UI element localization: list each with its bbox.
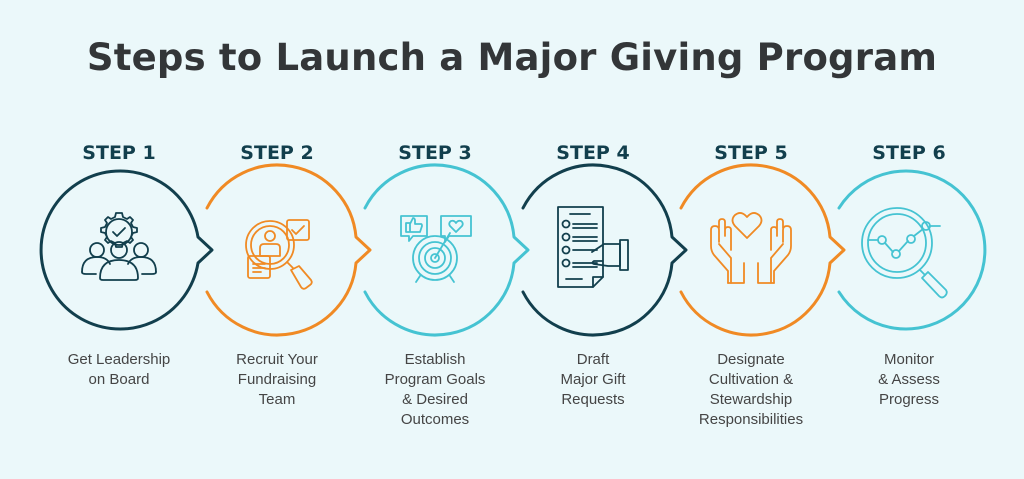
step-6-ring [837,169,987,331]
hands-heart-icon [710,212,792,284]
step-1-description: Get Leadership on Board [67,351,171,388]
team-gear-check-icon [81,212,157,281]
step-3-ring [363,163,530,337]
step-3-description: Establish Program Goals & Desired Outcom… [384,351,486,428]
step-2-description: Recruit Your Fundraising Team [236,351,318,408]
step-2-ring [205,163,372,337]
step-1-ring [39,169,214,331]
step-6-description: Monitor & Assess Progress [878,351,940,408]
magnifier-chart-icon [861,207,948,299]
step-4-description: Draft Major Gift Requests [560,351,626,408]
step-1-label: STEP 1 [82,142,156,164]
step-5-ring [679,163,846,337]
step-4-ring [521,163,688,337]
step-6-label: STEP 6 [872,142,946,164]
step-2-label: STEP 2 [240,142,314,164]
step-5-label: STEP 5 [714,142,788,164]
document-hand-icon [557,206,629,288]
target-goals-icon [400,215,472,283]
page-title: Steps to Launch a Major Giving Program [86,36,938,79]
recruit-magnifier-icon [245,219,313,290]
step-5-description: Designate Cultivation & Stewardship Resp… [698,351,804,428]
step-4-label: STEP 4 [556,142,630,164]
step-3-label: STEP 3 [398,142,472,164]
